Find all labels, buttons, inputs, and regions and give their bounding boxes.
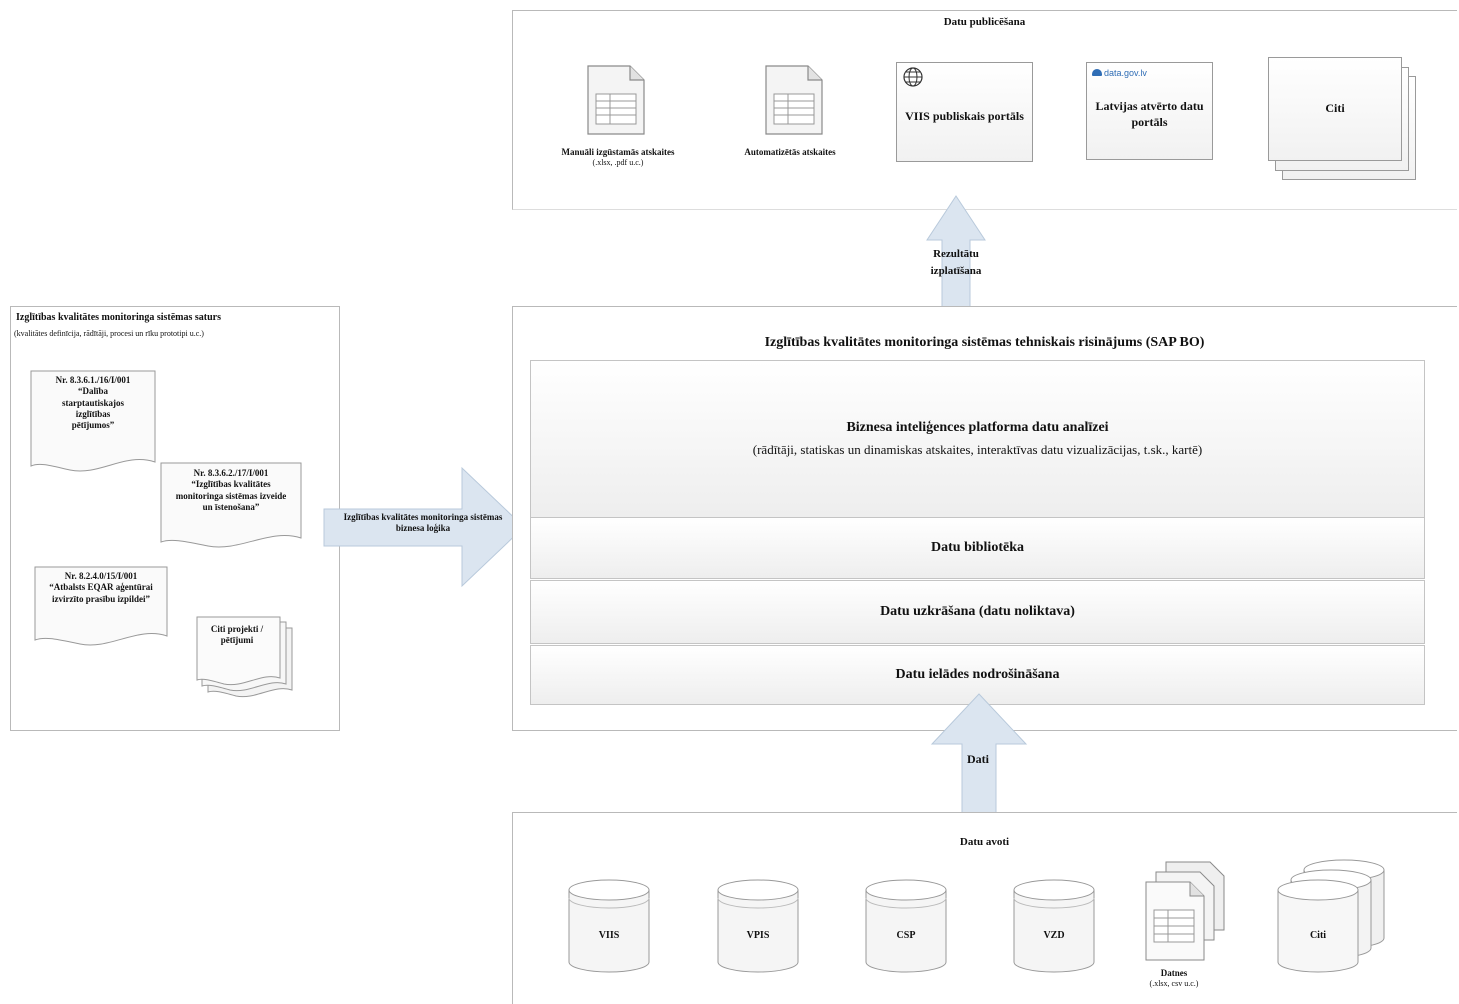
sources-title: Datu avoti xyxy=(959,836,1010,848)
spreadsheet-doc-icon xyxy=(587,65,645,135)
data-gov-logo: data.gov.lv xyxy=(1092,68,1147,78)
content-subtitle: (kvalitātes definīcija, rādītāji, proces… xyxy=(14,329,204,338)
globe-icon xyxy=(903,67,923,87)
auto-reports-label: Automatizētās atskaites xyxy=(744,147,836,157)
other-publish-card: Citi xyxy=(1268,57,1402,161)
doc-3-label: Nr. 8.2.4.0/15/I/001 “Atbalsts EQAR aģen… xyxy=(49,571,153,604)
data-library-layer: Datu bibliotēka xyxy=(530,517,1425,579)
business-logic-arrow xyxy=(323,466,525,588)
doc-1-label: Nr. 8.3.6.1./16/I/001 “Dalība starptauti… xyxy=(55,375,131,430)
database-cylinder-csp xyxy=(865,879,947,973)
document-shape-1 xyxy=(30,370,156,472)
doc-4-label: Citi projekti / pētījumi xyxy=(210,624,264,646)
doc-2-label: Nr. 8.3.6.2./17/I/001 “Izglītības kvalit… xyxy=(175,468,287,512)
manual-reports-label: Manuāli izgūstamās atskaites (.xlsx, .pd… xyxy=(561,147,675,168)
data-warehouse-layer: Datu uzkrāšana (datu noliktava) xyxy=(530,580,1425,644)
sap-bo-title: Izglītības kvalitātes monitoringa sistēm… xyxy=(764,335,1205,350)
source-other-label: Citi xyxy=(1309,930,1327,941)
database-stack-other xyxy=(1277,859,1385,973)
content-title: Izglītības kvalitātes monitoringa sistēm… xyxy=(16,312,221,323)
source-vpis-label: VPIS xyxy=(746,930,770,941)
document-stack-icon xyxy=(196,616,293,698)
database-cylinder-vzd xyxy=(1013,879,1095,973)
source-viis-label: VIIS xyxy=(598,930,620,941)
data-arrow-label: Dati xyxy=(967,752,989,766)
publish-title: Datu publicēšana xyxy=(943,16,1026,28)
bi-platform-layer: Biznesa inteliģences platforma datu anal… xyxy=(530,360,1425,518)
source-csp-label: CSP xyxy=(896,930,916,941)
source-files-label: Datnes (.xlsx, csv u.c.) xyxy=(1149,968,1199,989)
database-cylinder-vpis xyxy=(717,879,799,973)
files-stack-icon xyxy=(1145,861,1225,961)
document-shape-3 xyxy=(34,566,168,646)
source-vzd-label: VZD xyxy=(1043,930,1065,941)
database-cylinder-viis xyxy=(568,879,650,973)
business-logic-label: Izglītības kvalitātes monitoringa sistēm… xyxy=(343,512,503,533)
open-data-portal-card: Latvijas atvērto datu portāls xyxy=(1086,62,1213,160)
document-shape-2 xyxy=(160,462,302,548)
results-arrow-label: Rezultātu izplatīšana xyxy=(930,248,982,277)
spreadsheet-doc-icon xyxy=(765,65,823,135)
